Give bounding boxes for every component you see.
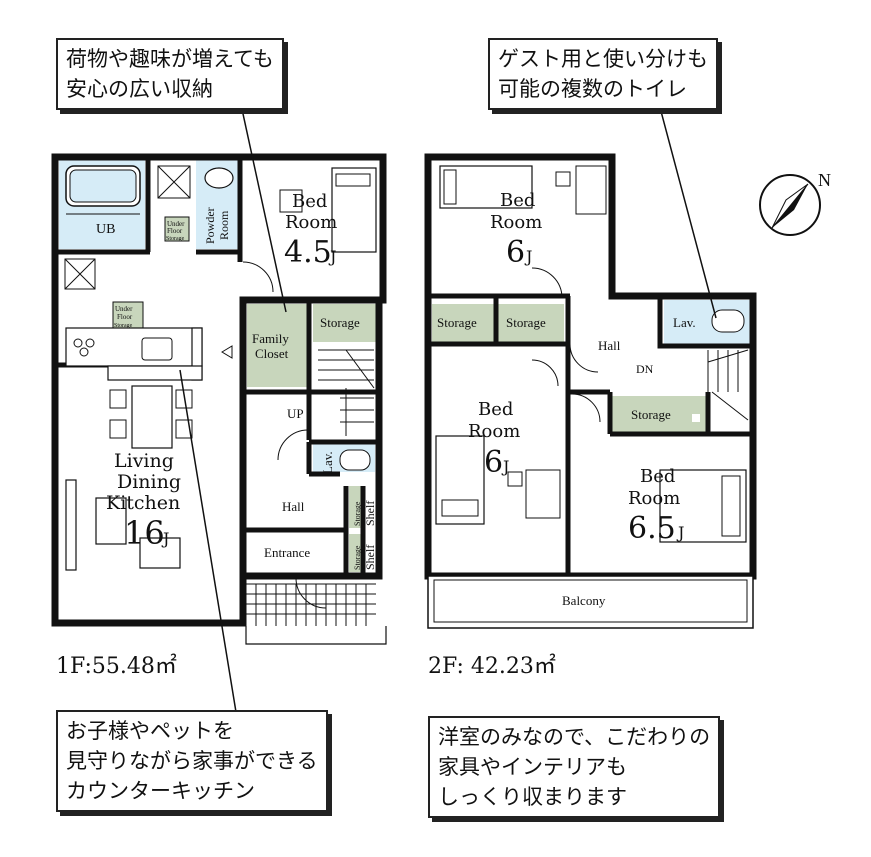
up-label: UP <box>287 406 304 421</box>
ldk-jo: J <box>161 529 169 548</box>
under-floor-label-b3: Storage <box>114 323 133 329</box>
bed-a-jo: J <box>524 247 532 266</box>
storage-1f-label: Storage <box>320 315 360 330</box>
storage-2f-label-2: Storage <box>506 315 546 330</box>
bed-b-label-2: Room <box>468 421 520 442</box>
ldk-label-2: Dining <box>117 471 181 493</box>
under-floor-label-b1: Under <box>115 305 133 313</box>
storage-2f-label-1: Storage <box>437 315 477 330</box>
bed-c-jo: J <box>676 523 684 542</box>
bed-b-size: 6 <box>484 445 503 480</box>
bed-45-jo: J <box>328 247 336 266</box>
under-floor-storage-1 <box>164 216 190 242</box>
bed-a-label-1: Bed <box>500 190 535 211</box>
hall-1f-label: Hall <box>282 499 305 514</box>
family-closet-label-1: Family <box>252 331 289 346</box>
bed-45-size: 4.5 <box>284 235 332 270</box>
powder-label-2: Room <box>217 210 231 240</box>
bed-c-label-2: Room <box>628 488 680 509</box>
first-floor-plan <box>51 153 563 645</box>
entrance-label: Entrance <box>264 545 310 560</box>
callout-toilets: ゲスト用と使い分けも 可能の複数のトイレ <box>488 38 718 110</box>
ldk-label-3: Kitchen <box>106 492 180 514</box>
ldk-size: 16 <box>124 514 165 552</box>
ub-label: UB <box>96 222 115 237</box>
shelf-label-2: Shelf <box>363 545 377 570</box>
callout-storage: 荷物や趣味が増えても 安心の広い収納 <box>56 38 284 110</box>
bed-b-label-1: Bed <box>478 399 513 420</box>
first-floor-area: 1F:55.48㎡ <box>56 654 177 679</box>
shelf-storage-label-1: Storage <box>353 501 362 526</box>
storage-2f-2 <box>498 304 564 342</box>
dn-label: DN <box>636 362 654 376</box>
second-floor-area: 2F: 42.23㎡ <box>428 654 556 679</box>
shelf-storage2-fill <box>349 534 363 572</box>
bed-45-label-1: Bed <box>292 191 327 212</box>
bed-b-jo: J <box>501 457 509 476</box>
storage-1f-fill <box>313 304 379 342</box>
under-floor-label-a2: Floor <box>167 227 183 235</box>
family-closet-fill <box>247 304 309 387</box>
under-floor-label-b2: Floor <box>117 313 133 321</box>
compass-icon: N <box>759 170 831 236</box>
hall-2f-label: Hall <box>598 338 621 353</box>
under-floor-label-a3: Storage <box>166 236 185 242</box>
callout-kitchen: お子様やペットを 見守りながら家事ができる カウンターキッチン <box>56 710 328 812</box>
ldk-label-1: Living <box>114 450 174 472</box>
bed-a-label-2: Room <box>490 212 542 233</box>
shelf-storage-fill <box>349 486 363 528</box>
bed-a-size: 6 <box>506 235 525 270</box>
family-closet-label-2: Closet <box>255 346 289 361</box>
lav-2f-label: Lav. <box>673 315 696 330</box>
compass-north-label: N <box>818 170 831 190</box>
shelf-label-1: Shelf <box>363 501 377 526</box>
storage-2f-1 <box>432 304 494 342</box>
bed-c-size: 6.5 <box>628 511 676 546</box>
callout-western-rooms: 洋室のみなので、こだわりの 家具やインテリアも しっくり収まります <box>428 716 721 818</box>
leader-lines <box>179 99 717 713</box>
storage-2f-3 <box>612 396 706 434</box>
balcony-label: Balcony <box>562 593 606 608</box>
bed-c-label-1: Bed <box>640 466 675 487</box>
second-floor-plan <box>424 153 757 629</box>
storage-2f-label-3: Storage <box>631 407 671 422</box>
under-floor-storage-2 <box>112 301 144 331</box>
powder-label-1: Powder <box>203 207 217 244</box>
shelf-storage-label-2: Storage <box>353 545 362 570</box>
under-floor-label-a1: Under <box>167 220 185 228</box>
lav-1f-label: Lav. <box>320 451 335 474</box>
bed-45-label-2: Room <box>285 212 337 233</box>
